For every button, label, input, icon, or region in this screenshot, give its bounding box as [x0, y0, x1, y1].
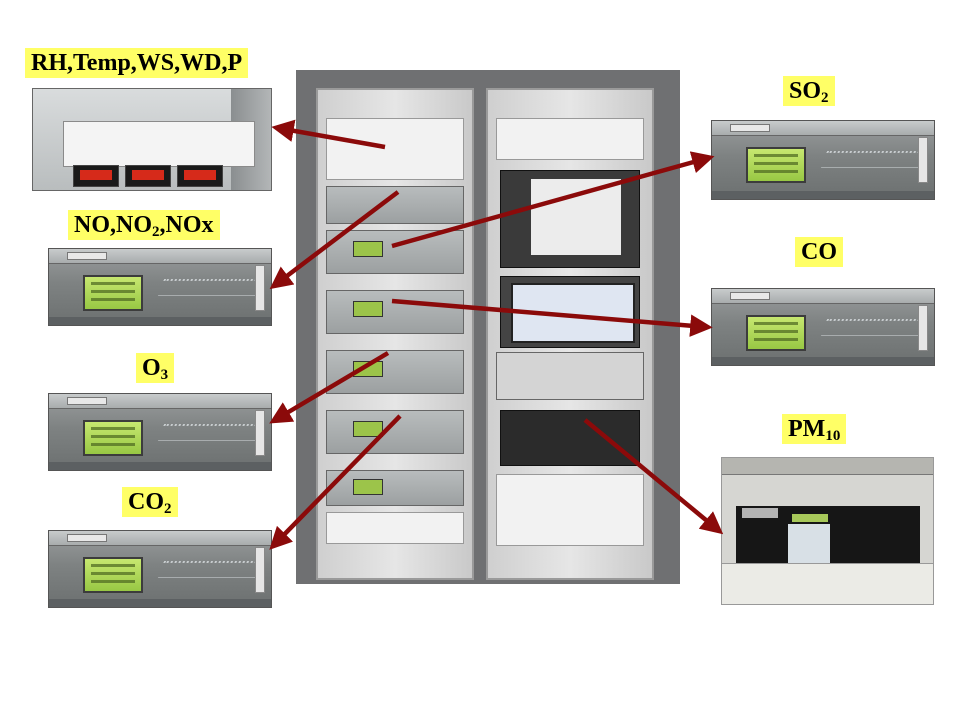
label-pm10: PM10 [782, 414, 847, 444]
label-co2: CO2 [122, 487, 178, 517]
arrow-met [271, 119, 386, 150]
arrow-pm10 [583, 418, 724, 535]
cabinet-photo [296, 70, 680, 584]
arrow-so2 [391, 151, 715, 249]
label-nox: NO,NO2,NOx [68, 210, 220, 240]
met-display-photo [32, 88, 272, 191]
arrow-nox [269, 190, 400, 290]
label-co: CO [795, 237, 843, 267]
arrow-o3 [269, 351, 390, 424]
right-rack [486, 88, 654, 580]
co2-analyzer-photo [48, 530, 272, 608]
label-met: RH,Temp,WS,WD,P [25, 48, 249, 78]
left-rack [316, 88, 474, 580]
pm10-monitor-photo [721, 457, 934, 605]
arrow-co [391, 298, 713, 337]
o3-analyzer-photo [48, 393, 272, 471]
system-nameplate [63, 121, 255, 167]
so2-analyzer-photo [711, 120, 935, 200]
arrow-co2 [269, 414, 402, 550]
co-analyzer-photo [711, 288, 935, 366]
label-so2: SO2 [783, 76, 835, 106]
nox-analyzer-photo [48, 248, 272, 326]
label-o3: O3 [136, 353, 175, 383]
